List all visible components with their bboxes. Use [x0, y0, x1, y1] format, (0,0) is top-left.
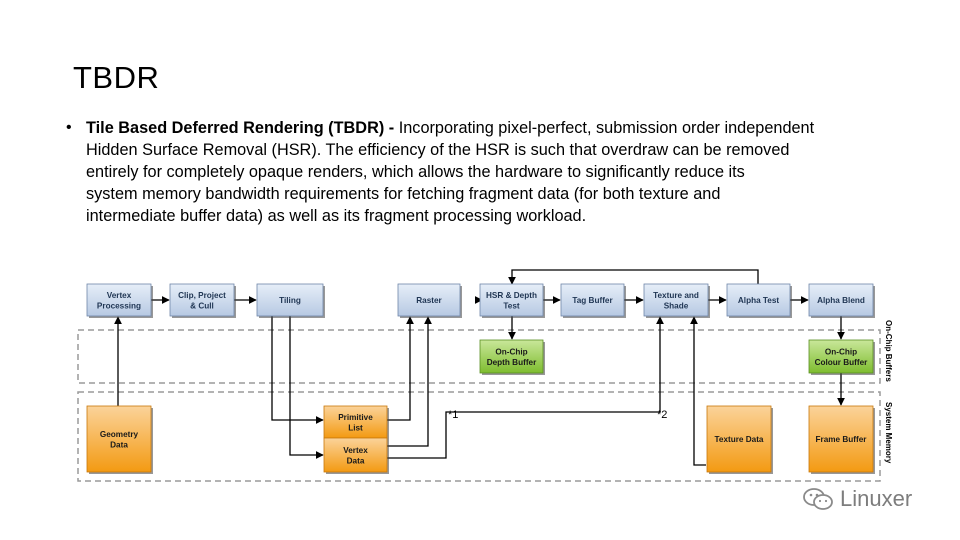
tiling-label-1: Tiling [279, 296, 301, 305]
on-chip-depth-buffer-label-1: On-Chip [495, 347, 527, 356]
alpha-blend-box: Alpha Blend [808, 283, 875, 318]
alpha-test-shadow [729, 286, 792, 318]
bullet-line-3: entirely for completely opaque renders, … [86, 163, 745, 181]
raster-rect [397, 283, 461, 317]
vertex-data-label-1: Vertex [343, 446, 368, 455]
texture-data-box: Texture Data [706, 405, 773, 474]
wechat-icon [802, 487, 834, 511]
on-chip-colour-buffer-shadow [811, 342, 875, 375]
frame-buffer-label-1: Frame Buffer [816, 435, 868, 444]
primitive-list-shadow [326, 408, 389, 440]
texture-and-shade-rect [643, 283, 709, 317]
connectors [114, 269, 845, 466]
tag-buffer-label-1: Tag Buffer [572, 296, 613, 305]
frame-buffer-shadow [811, 408, 875, 474]
primitive-list-label-1: Primitive [338, 413, 373, 422]
geometry-data-rect [86, 405, 152, 473]
alpha-test-box: Alpha Test [726, 283, 792, 318]
side-label-memory: System Memory [884, 402, 893, 464]
frame-buffer-rect [808, 405, 874, 473]
tiling-box: Tiling [256, 283, 325, 318]
hsr-depth-test-shadow [482, 286, 545, 318]
clip-project-cull-box: Clip, Project& Cull [169, 283, 236, 318]
clip-project-cull-rect [169, 283, 235, 317]
clip-project-cull-shadow [172, 286, 236, 318]
on-chip-depth-buffer-shadow [482, 342, 545, 375]
tag-buffer-box: Tag Buffer [560, 283, 626, 318]
vertex-processing-label-2: Processing [97, 301, 141, 310]
bullet-line-2: Hidden Surface Removal (HSR). The effici… [86, 141, 790, 159]
geometry-data-shadow [89, 408, 153, 474]
bullet-line-1: Tile Based Deferred Rendering (TBDR) - I… [86, 117, 916, 139]
bullet-marker: • [66, 119, 72, 136]
texture-data-rect [706, 405, 772, 473]
geometry-data-label-2: Data [110, 440, 128, 449]
bullet-line-5: intermediate buffer data) as well as its… [86, 207, 587, 225]
hsr-depth-test-label-2: Test [503, 301, 519, 310]
raster-box: Raster [397, 283, 462, 318]
geometry-data-label-1: Geometry [100, 430, 139, 439]
tiling-rect [256, 283, 324, 317]
primitive-list-rect [323, 405, 388, 439]
clip-project-cull-label-2: & Cull [190, 301, 214, 310]
texture-and-shade-label-2: Shade [664, 301, 689, 310]
annotation-mark-2: *2 [657, 409, 667, 421]
alpha-blend-rect [808, 283, 874, 317]
tag-buffer-shadow [563, 286, 626, 318]
on-chip-depth-buffer-label-2: Depth Buffer [487, 358, 537, 367]
bullet-line-4: system memory bandwidth requirements for… [86, 185, 721, 203]
vertex-data-rect [323, 437, 388, 473]
on-chip-colour-buffer-label-1: On-Chip [825, 347, 857, 356]
primitive-list-label-2: List [348, 423, 363, 432]
bullet-bold-lead: Tile Based Deferred Rendering (TBDR) - [86, 119, 399, 137]
texture-and-shade-label-1: Texture and [653, 291, 699, 300]
side-label-on-chip: On-Chip Buffers [884, 320, 893, 382]
tag-buffer-rect [560, 283, 625, 317]
hsr-depth-test-label-1: HSR & Depth [486, 291, 537, 300]
on-chip-colour-buffer-label-2: Colour Buffer [815, 358, 869, 367]
bullet-line-1-text: Incorporating pixel-perfect, submission … [398, 119, 815, 137]
texture-and-shade-shadow [646, 286, 710, 318]
vertex-data-label-2: Data [347, 456, 365, 465]
on-chip-colour-buffer-rect [808, 339, 874, 374]
on-chip-depth-buffer-rect [479, 339, 544, 374]
texture-data-shadow [709, 408, 773, 474]
tiling-shadow [259, 286, 325, 318]
vertex-processing-label-1: Vertex [107, 291, 132, 300]
bullet-text: Tile Based Deferred Rendering (TBDR) - I… [86, 117, 916, 227]
alpha-blend-shadow [811, 286, 875, 318]
hsr-depth-test-rect [479, 283, 544, 317]
frame-buffer-box: Frame Buffer [808, 405, 875, 474]
raster-label-1: Raster [416, 296, 442, 305]
watermark: Linuxer [802, 486, 912, 512]
alpha-test-label-1: Alpha Test [738, 296, 780, 305]
vertex-processing-rect [86, 283, 152, 317]
texture-data-label-1: Texture Data [715, 435, 764, 444]
alpha-blend-label-1: Alpha Blend [817, 296, 865, 305]
on-chip-region [77, 329, 881, 384]
watermark-text: Linuxer [840, 486, 913, 511]
vertex-processing-shadow [89, 286, 153, 318]
slide-title: TBDR [73, 60, 160, 95]
system-memory-region [77, 391, 881, 482]
annotation-mark-1: *1 [448, 409, 458, 421]
raster-shadow [400, 286, 462, 318]
vertex-data-shadow [326, 440, 389, 474]
alpha-test-rect [726, 283, 791, 317]
clip-project-cull-label-1: Clip, Project [178, 291, 226, 300]
